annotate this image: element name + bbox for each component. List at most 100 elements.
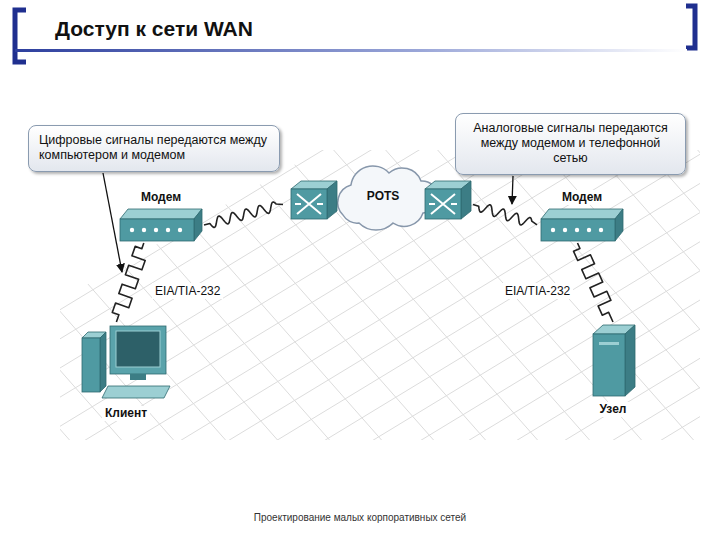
footer-caption: Проектирование малых корпоративных сетей xyxy=(0,512,720,523)
grid-line xyxy=(4,130,304,470)
grid-line xyxy=(680,130,720,470)
modem-device-icon xyxy=(539,207,625,243)
client-computer: Клиент xyxy=(78,322,174,421)
switch-side xyxy=(461,181,471,219)
grid-line xyxy=(468,130,720,470)
modem-device: Модем xyxy=(118,190,204,243)
node-text: POTS xyxy=(367,189,400,203)
server-node: Узел xyxy=(575,322,651,417)
grid-line xyxy=(0,130,260,470)
slide-title: Доступ к сети WAN xyxy=(55,17,253,41)
title-bracket xyxy=(15,10,26,62)
floor-grid xyxy=(0,130,720,470)
modem-side xyxy=(194,209,202,241)
grid-line xyxy=(472,130,720,470)
modem-led xyxy=(599,228,603,232)
keyboard xyxy=(102,386,170,398)
modem-led xyxy=(587,228,591,232)
grid-line xyxy=(56,130,356,470)
modem-led xyxy=(178,228,182,232)
modem-led xyxy=(130,228,134,232)
grid-line xyxy=(0,130,164,470)
grid-line xyxy=(264,130,564,470)
server-side xyxy=(625,325,635,396)
modem-device: Модем xyxy=(537,190,627,243)
pots-cloud: POTS xyxy=(283,155,473,245)
switch-front xyxy=(425,189,461,219)
switch-arrows xyxy=(295,194,323,214)
grid-line xyxy=(132,130,692,470)
leader-lines xyxy=(103,173,513,272)
switch-arrows xyxy=(429,194,457,214)
callout-box: Цифровые сигналы передаются между компью… xyxy=(28,125,280,172)
signal-label: EIA/TIA-232 xyxy=(502,283,573,299)
modem-front xyxy=(541,219,615,241)
grid-line xyxy=(420,130,720,470)
title-bracket xyxy=(686,6,695,48)
modem-led xyxy=(563,228,567,232)
grid-line xyxy=(0,130,404,470)
title-rule xyxy=(15,49,687,52)
grid-line xyxy=(84,130,644,470)
grid-line xyxy=(0,130,68,470)
grid-line xyxy=(628,130,720,470)
grid-line xyxy=(36,130,596,470)
leader-arrow xyxy=(512,176,513,204)
grid-line xyxy=(0,130,356,470)
switch-side xyxy=(327,181,337,219)
node-text: Цифровые сигналы передаются между компью… xyxy=(39,133,269,163)
switch-front xyxy=(291,189,327,219)
modem-front xyxy=(120,219,194,241)
signal-line xyxy=(204,202,283,227)
grid-line xyxy=(524,130,720,470)
monitor-stand xyxy=(130,374,146,380)
grid-line xyxy=(612,130,720,470)
grid-line xyxy=(324,130,720,470)
grid-line xyxy=(0,130,212,470)
modem-top xyxy=(120,209,202,219)
grid-line xyxy=(708,130,720,470)
grid-line xyxy=(0,130,252,470)
modem-top xyxy=(541,209,623,219)
grid-line xyxy=(0,130,500,470)
monitor-body xyxy=(110,326,166,374)
modem-led xyxy=(575,228,579,232)
signal-line xyxy=(112,243,145,322)
grid-line xyxy=(276,130,720,470)
grid-line xyxy=(0,130,44,470)
grid-line xyxy=(160,130,460,470)
grid-line xyxy=(180,130,720,470)
grid-line xyxy=(660,130,720,470)
signal-line xyxy=(574,243,613,322)
tower-side xyxy=(100,332,106,392)
modem-led xyxy=(166,228,170,232)
modem-led xyxy=(142,228,146,232)
signal-line xyxy=(473,205,537,225)
modem-led xyxy=(154,228,158,232)
grid-line xyxy=(0,130,20,470)
leader-arrow xyxy=(103,173,122,272)
server-front xyxy=(593,334,625,396)
grid-line xyxy=(420,130,720,470)
node-text: Узел xyxy=(597,402,630,417)
node-text: Аналоговые сигналы передаются между моде… xyxy=(466,121,675,166)
grid-line xyxy=(0,130,200,470)
node-text: Клиент xyxy=(102,406,150,421)
server-slot xyxy=(599,342,619,345)
cloud-shape xyxy=(338,166,438,230)
grid-line xyxy=(316,130,616,470)
grid-line xyxy=(516,130,720,470)
tower-front xyxy=(82,338,100,392)
callout-box: Аналоговые сигналы передаются между моде… xyxy=(455,113,686,175)
grid-line xyxy=(0,130,96,470)
grid-line xyxy=(0,130,116,470)
modem-device-icon xyxy=(118,207,204,243)
node-text: Модем xyxy=(559,190,605,205)
node-text: Модем xyxy=(138,190,184,205)
grid-line xyxy=(228,130,720,470)
server-node-icon xyxy=(575,322,651,398)
grid-line xyxy=(212,130,512,470)
